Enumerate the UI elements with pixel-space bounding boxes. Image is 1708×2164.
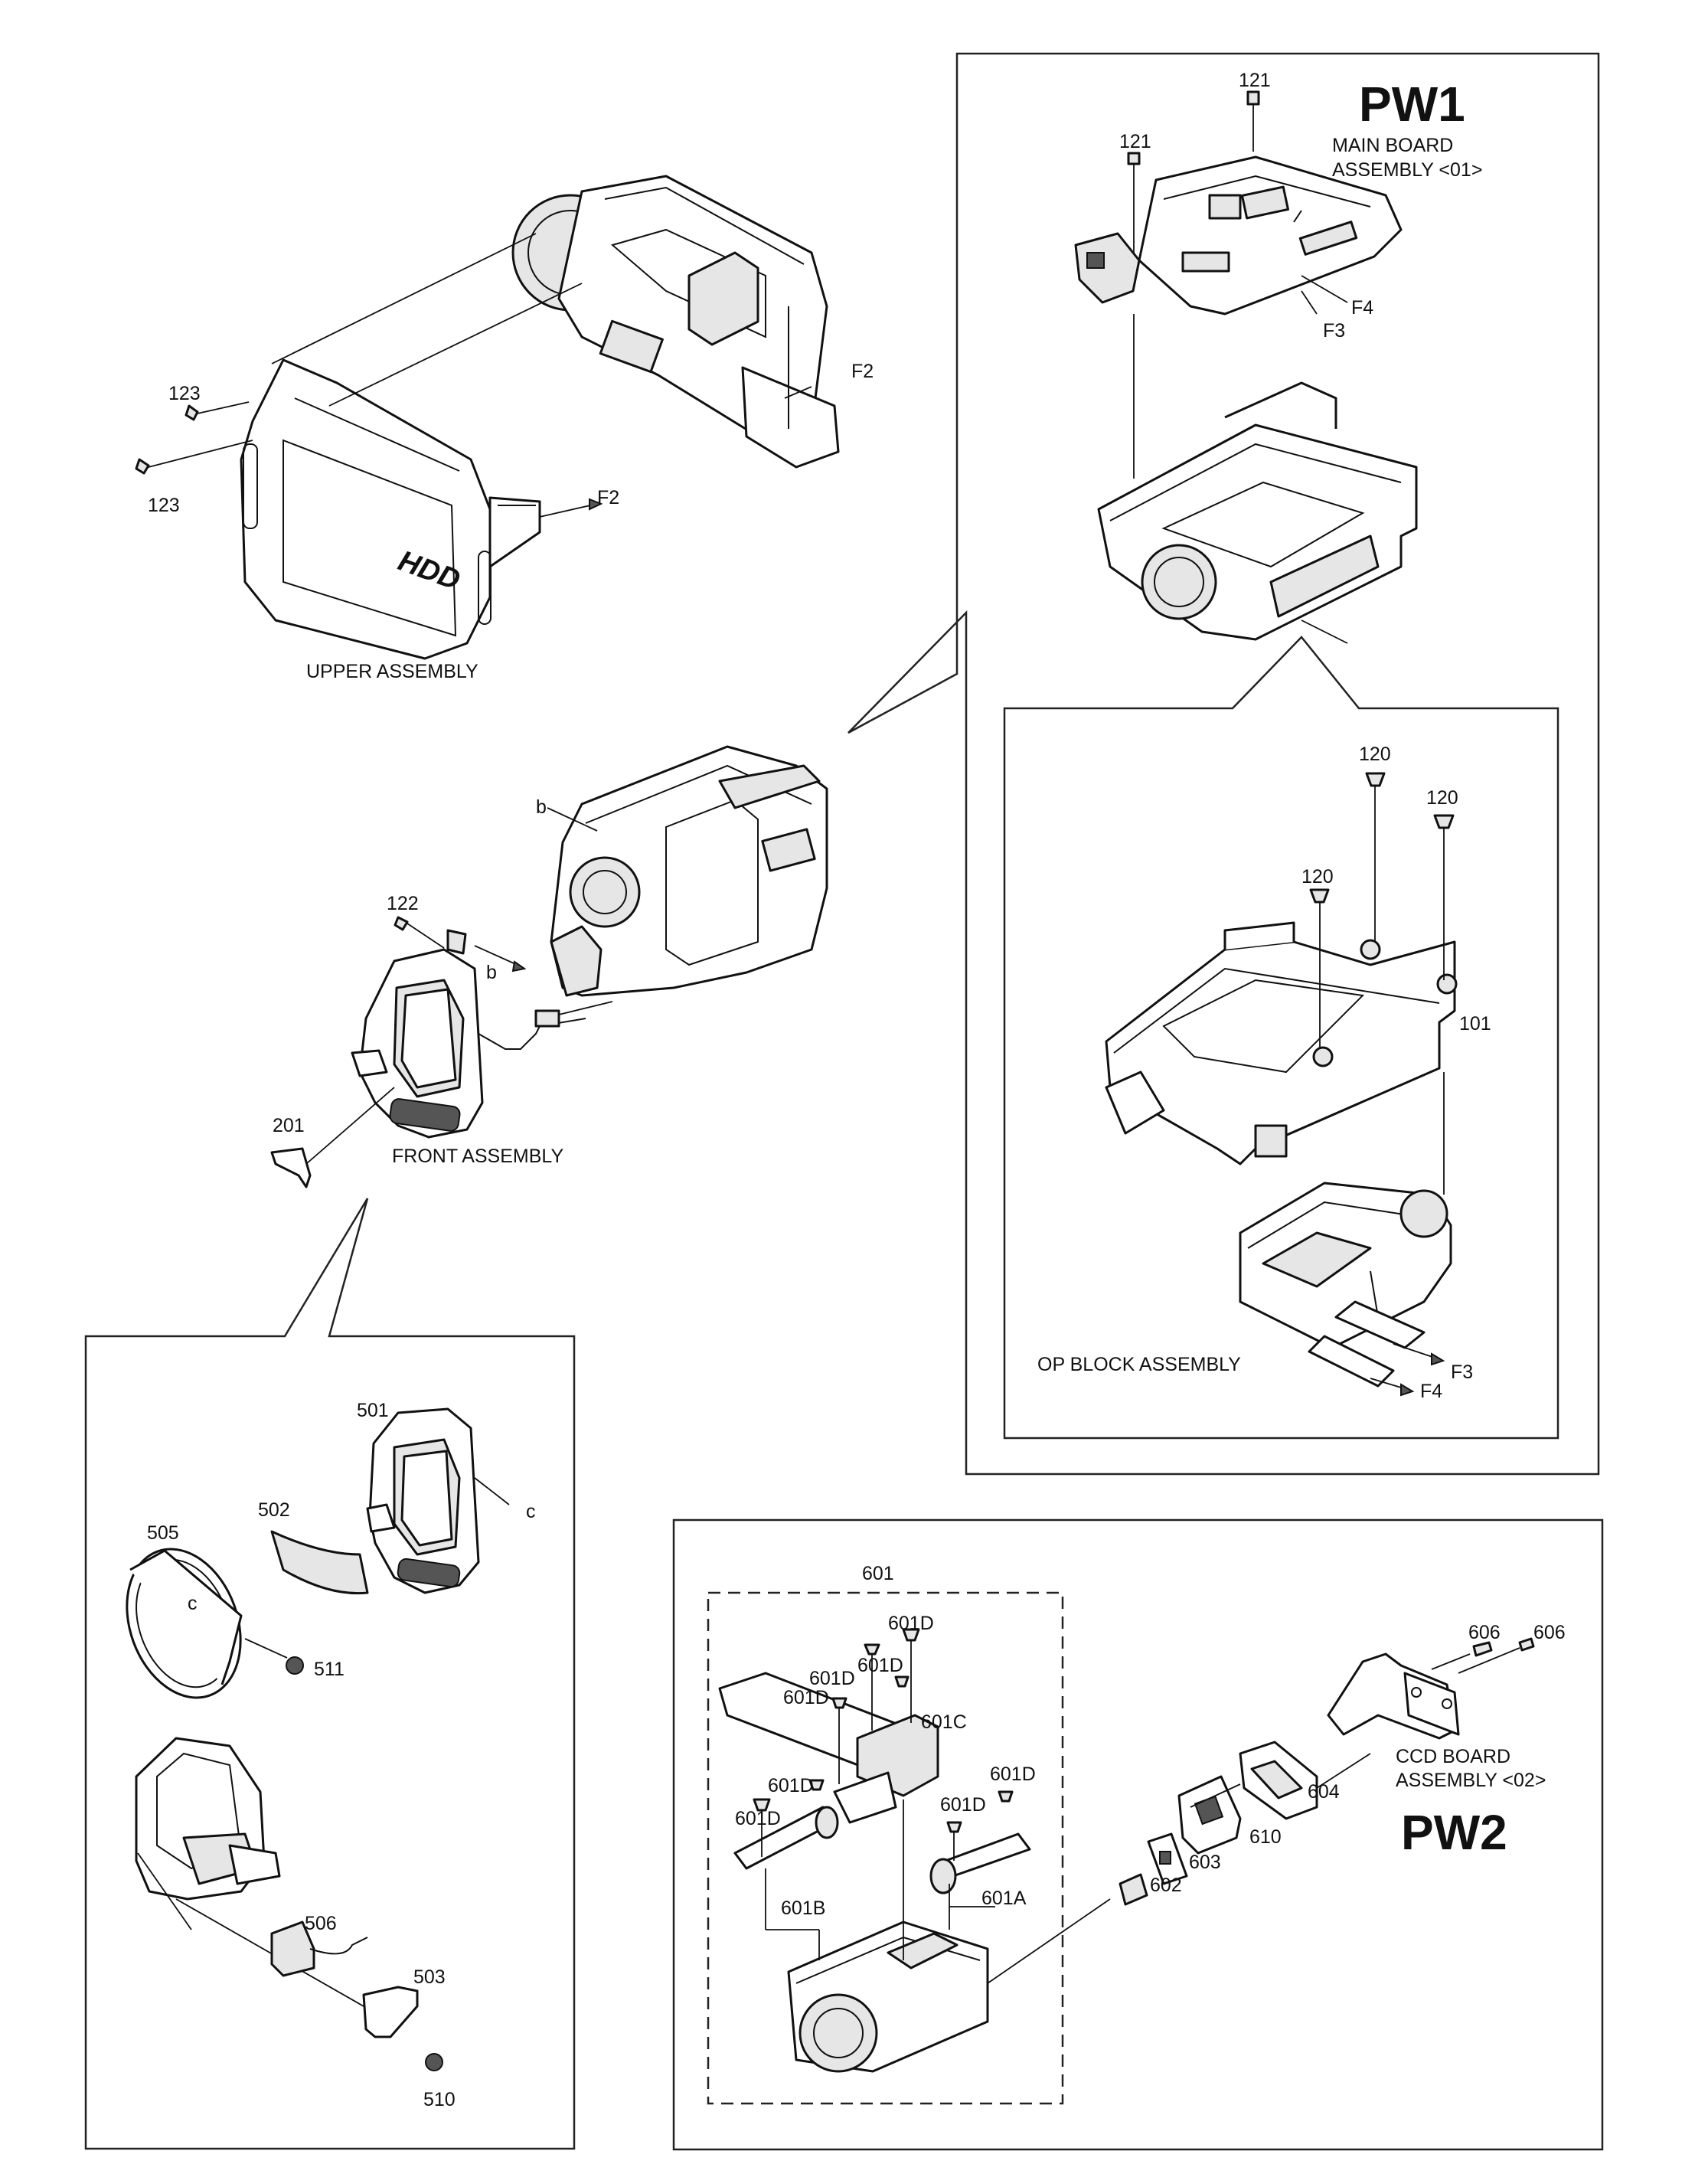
camera-body-top <box>511 175 840 469</box>
label-606-a: 606 <box>1468 1622 1501 1643</box>
label-c-505: c <box>188 1593 198 1614</box>
label-201: 201 <box>273 1115 305 1136</box>
op-block-frame-101 <box>1105 921 1458 1165</box>
label-121-right: 121 <box>1239 70 1271 91</box>
label-610: 610 <box>1249 1826 1282 1848</box>
label-601a: 601A <box>981 1888 1027 1909</box>
label-121-left: 121 <box>1119 131 1151 152</box>
label-506: 506 <box>305 1913 337 1934</box>
label-120-b: 120 <box>1426 787 1458 809</box>
label-602: 602 <box>1150 1875 1182 1896</box>
label-502: 502 <box>258 1499 290 1521</box>
lens-block-bottom <box>787 1920 989 2073</box>
part-502 <box>270 1530 369 1595</box>
main-board-caption-line1: MAIN BOARD <box>1332 135 1453 156</box>
screws-120 <box>1309 772 1455 1195</box>
part-501 <box>366 1407 480 1594</box>
lens-subassembly-601-frame <box>707 1591 1064 2105</box>
upper-assembly: HDD <box>240 358 541 660</box>
label-601c: 601C <box>921 1711 967 1733</box>
label-601: 601 <box>862 1563 894 1584</box>
screw-510 <box>425 2053 443 2071</box>
label-601d-4: 601D <box>783 1687 829 1708</box>
label-601d-7: 601D <box>990 1764 1036 1785</box>
front-assembly-caption: FRONT ASSEMBLY <box>392 1146 563 1167</box>
label-505: 505 <box>147 1522 179 1544</box>
front-assembly <box>351 948 586 1139</box>
label-511: 511 <box>314 1659 345 1680</box>
label-120-a: 120 <box>1359 744 1391 765</box>
op-block-assembly <box>1239 1182 1452 1388</box>
label-604: 604 <box>1308 1781 1340 1803</box>
screw-511 <box>286 1656 304 1675</box>
upper-assembly-caption: UPPER ASSEMBLY <box>306 661 478 682</box>
lens-assembly-601 <box>718 1672 1031 1894</box>
label-601d-1: 601D <box>888 1613 934 1634</box>
op-block-callout-frame <box>1003 636 1559 1440</box>
label-101: 101 <box>1459 1013 1491 1035</box>
ccd-board-caption-line1: CCD BOARD <box>1396 1746 1510 1767</box>
label-f2-body: F2 <box>851 361 874 382</box>
label-501: 501 <box>357 1400 389 1421</box>
screw-121 <box>1127 90 1260 479</box>
label-601d-2: 601D <box>857 1655 903 1676</box>
label-c-501: c <box>526 1501 536 1522</box>
main-board-callout-frame <box>847 52 1600 1476</box>
label-510: 510 <box>423 2089 456 2110</box>
label-503: 503 <box>413 1966 446 1988</box>
front-assembly-callout-frame <box>84 1198 576 2150</box>
label-601d-3: 601D <box>809 1668 855 1689</box>
label-f3-main: F3 <box>1323 320 1345 342</box>
label-b-front: b <box>486 962 497 983</box>
part-505 <box>126 1548 288 1699</box>
screws-123 <box>135 401 253 475</box>
label-f4-main: F4 <box>1351 297 1373 319</box>
part-610 <box>1177 1775 1242 1855</box>
ccd-board-frame <box>672 1518 1604 2151</box>
label-603: 603 <box>1189 1852 1221 1873</box>
label-f2-upper: F2 <box>597 487 619 508</box>
screws-606 <box>1431 1637 1535 1674</box>
op-block-assembly-caption: OP BLOCK ASSEMBLY <box>1037 1354 1241 1375</box>
part-603 <box>1147 1832 1188 1885</box>
label-601d-5: 601D <box>768 1775 814 1796</box>
front-frame-506-503 <box>135 1737 281 1901</box>
label-606-b: 606 <box>1533 1622 1566 1643</box>
screws-601d <box>753 1628 1014 1861</box>
label-b-body: b <box>536 796 547 818</box>
label-f3-op: F3 <box>1451 1361 1473 1383</box>
pw2-handwritten-label: PW2 <box>1401 1805 1507 1860</box>
op-block-frame-upper <box>1097 381 1418 641</box>
label-123-bottom: 123 <box>148 495 180 516</box>
main-board-caption-line2: ASSEMBLY <01> <box>1332 159 1482 181</box>
part-602 <box>1119 1873 1148 1906</box>
camera-body-middle <box>550 745 828 997</box>
ccd-board-assembly <box>1327 1652 1460 1740</box>
ccd-board-caption-line2: ASSEMBLY <02> <box>1396 1770 1546 1791</box>
part-506 <box>270 1920 368 1977</box>
label-120-c: 120 <box>1301 866 1334 888</box>
part-604 <box>1239 1741 1318 1820</box>
main-board-assembly <box>1074 155 1403 315</box>
part-503 <box>362 1986 419 2038</box>
label-601b: 601B <box>781 1898 825 1919</box>
label-f4-op: F4 <box>1420 1381 1442 1402</box>
label-123-top: 123 <box>168 383 201 404</box>
label-601d-8: 601D <box>940 1794 986 1816</box>
label-122: 122 <box>387 893 419 914</box>
part-201 <box>270 1087 395 1188</box>
screw-122 <box>394 916 467 955</box>
label-601d-6: 601D <box>735 1808 781 1829</box>
pw1-handwritten-label: PW1 <box>1359 77 1465 132</box>
